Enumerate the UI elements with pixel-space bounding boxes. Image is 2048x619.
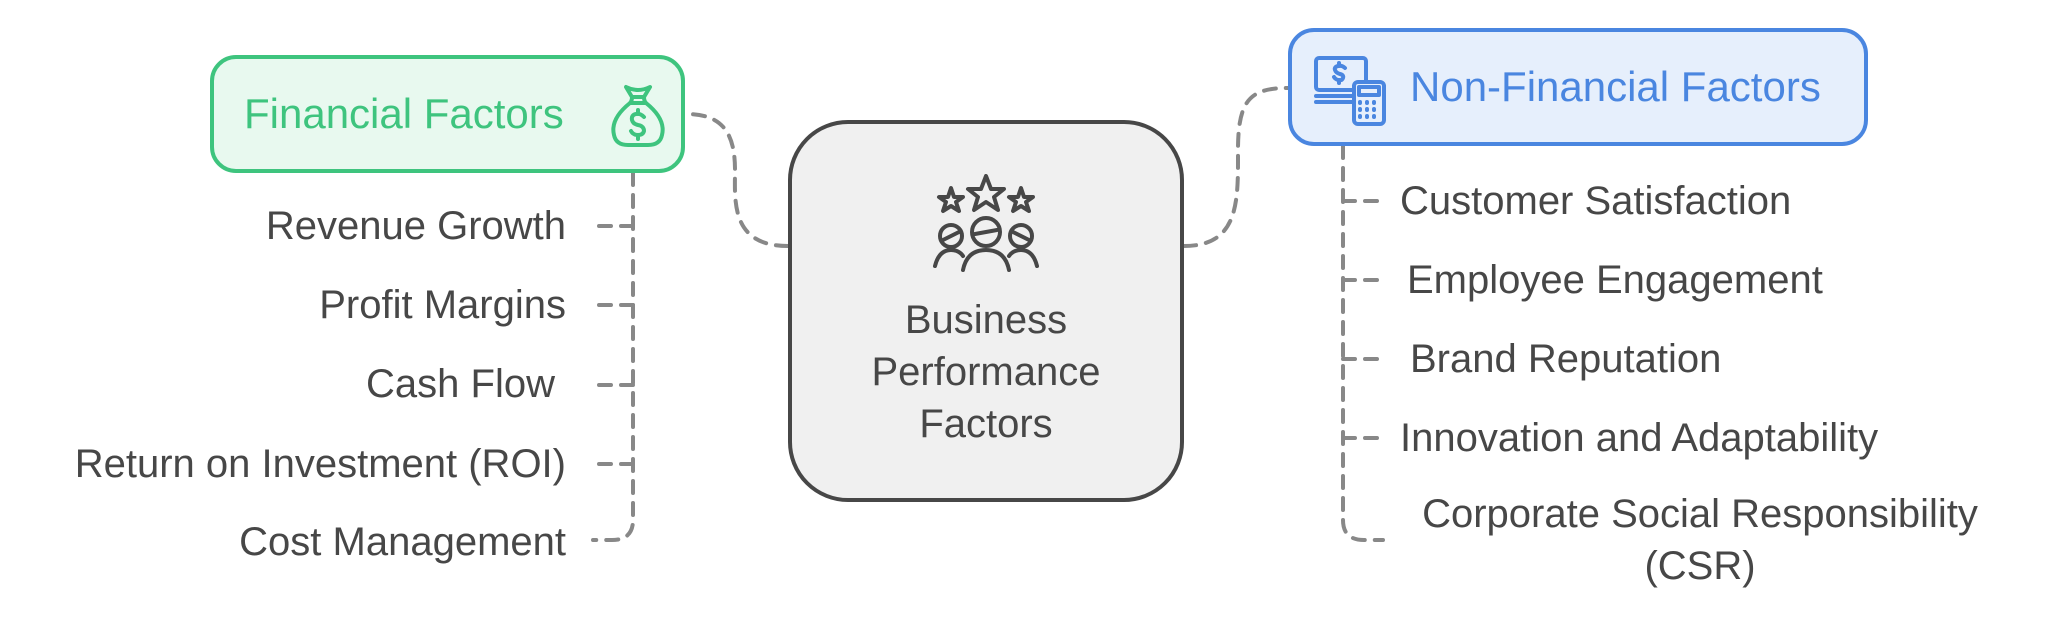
- financial-item: Profit Margins: [319, 283, 566, 327]
- non-financial-item: Corporate Social Responsibility (CSR): [1422, 492, 1978, 588]
- non-financial-factors-node: Non-Financial Factors: [1288, 28, 1868, 146]
- financial-item: Revenue Growth: [265, 204, 566, 248]
- money-bag-icon: [611, 85, 665, 147]
- non-financial-item: Brand Reputation: [1410, 337, 1722, 381]
- financial-item: Cash Flow: [366, 362, 555, 406]
- connector-central-nonfinancial: [1182, 86, 1290, 248]
- non-financial-item: Innovation and Adaptability: [1400, 416, 1879, 460]
- central-title: Business Performance Factors: [871, 298, 1101, 446]
- non-financial-item: Employee Engagement: [1407, 258, 1823, 302]
- nonfinancial-trunk: [1341, 144, 1385, 542]
- financial-item: Return on Investment (ROI): [74, 442, 566, 486]
- stars-people-icon: [933, 174, 1039, 272]
- business-performance-factors-node: Business Performance Factors: [788, 120, 1184, 502]
- non-financial-factors-title: Non-Financial Factors: [1410, 63, 1821, 110]
- non-financial-item: Customer Satisfaction: [1400, 179, 1792, 223]
- financial-factors-title: Financial Factors: [244, 90, 564, 137]
- financial-factors-node: Financial Factors: [210, 55, 685, 173]
- cash-calculator-icon: [1314, 56, 1386, 126]
- connector-central-financial: [684, 112, 790, 248]
- financial-trunk: [591, 171, 635, 542]
- financial-item: Cost Management: [239, 520, 566, 564]
